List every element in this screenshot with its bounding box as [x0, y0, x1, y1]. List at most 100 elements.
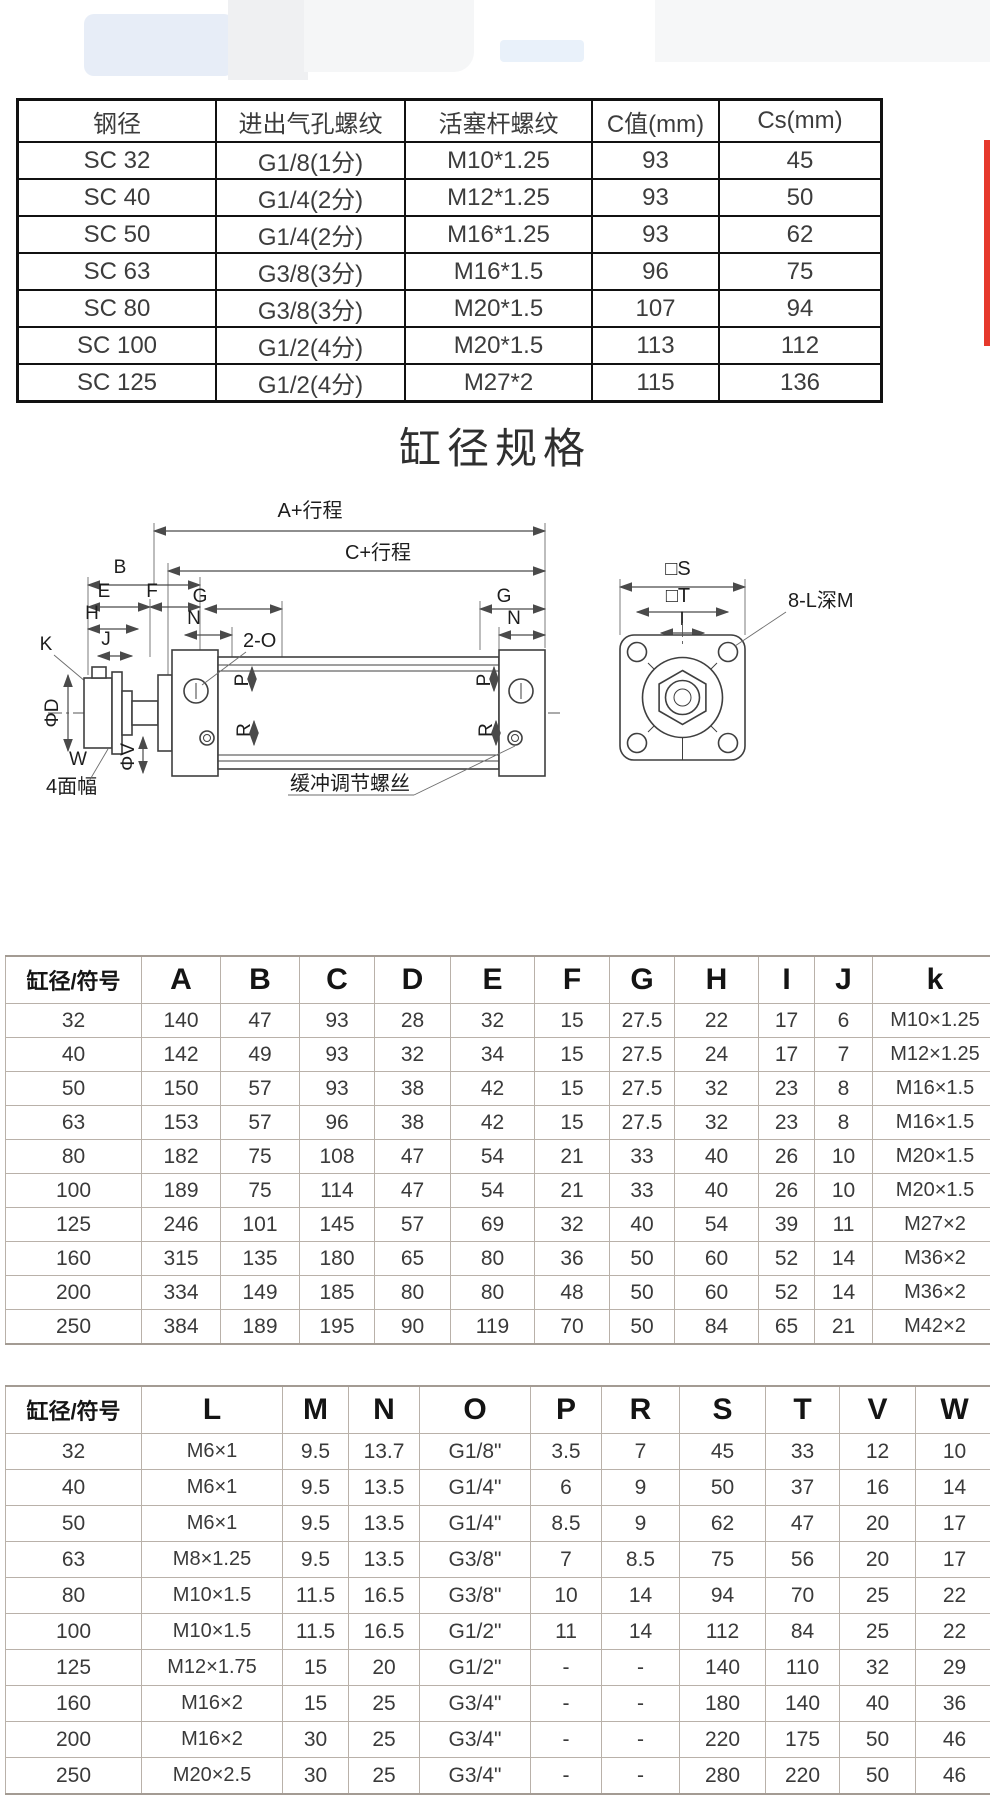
- column-header: R: [601, 1385, 680, 1434]
- table-cell: 140: [679, 1649, 766, 1686]
- dim-label-p-left: P: [232, 674, 253, 687]
- table-cell: 29: [915, 1649, 990, 1686]
- table-cell: M20×1.5: [872, 1139, 990, 1174]
- table-cell: 80: [5, 1139, 142, 1174]
- dim-label-depth: 8-L深M: [788, 589, 854, 612]
- table-cell: 13.7: [348, 1433, 420, 1470]
- table-cell: 8: [814, 1071, 873, 1106]
- table-cell: 136: [718, 363, 883, 403]
- table-cell: 14: [601, 1577, 680, 1614]
- table-cell: 153: [141, 1105, 221, 1140]
- table-cell: 16: [839, 1469, 916, 1506]
- table-cell: 189: [141, 1173, 221, 1208]
- column-header: 活塞杆螺纹: [404, 98, 593, 143]
- table-cell: 13.5: [348, 1469, 420, 1506]
- table-cell: 47: [765, 1505, 840, 1542]
- table-cell: 38: [374, 1105, 451, 1140]
- table-cell: 315: [141, 1241, 221, 1276]
- table-cell: 21: [534, 1139, 610, 1174]
- dim-label-p-right: P: [474, 674, 495, 687]
- photo-shape: [304, 0, 474, 72]
- table-cell: 13.5: [348, 1505, 420, 1542]
- table-cell: 17: [758, 1037, 815, 1072]
- table-cell: -: [530, 1685, 602, 1722]
- table-cell: M6×1: [141, 1433, 283, 1470]
- table-cell: 7: [601, 1433, 680, 1470]
- dim-label-c-stroke: C+行程: [345, 541, 411, 564]
- table-cell: 140: [765, 1685, 840, 1722]
- table-cell: G1/2(4分): [215, 326, 406, 365]
- table-cell: 93: [299, 1071, 375, 1106]
- dim-label-phi-v: ΦV: [118, 743, 139, 771]
- table-cell: 80: [450, 1241, 535, 1276]
- table-cell: 150: [141, 1071, 221, 1106]
- table-cell: 47: [374, 1173, 451, 1208]
- column-header: 缸径/符号: [5, 1385, 142, 1434]
- table-cell: G1/2": [419, 1613, 531, 1650]
- table-cell: M20×1.5: [872, 1173, 990, 1208]
- table-cell: 32: [839, 1649, 916, 1686]
- table-cell: 3.5: [530, 1433, 602, 1470]
- table-cell: 65: [758, 1309, 815, 1345]
- table-cell: M6×1: [141, 1469, 283, 1506]
- table-cell: 49: [220, 1037, 300, 1072]
- table-cell: 36: [915, 1685, 990, 1722]
- table-cell: 93: [591, 141, 720, 180]
- table-cell: 246: [141, 1207, 221, 1242]
- table-cell: 93: [299, 1037, 375, 1072]
- table-cell: 62: [718, 215, 883, 254]
- table-cell: 27.5: [609, 1105, 675, 1140]
- table-cell: 38: [374, 1071, 451, 1106]
- table-cell: -: [530, 1649, 602, 1686]
- table-cell: G1/8": [419, 1433, 531, 1470]
- table-cell: 180: [299, 1241, 375, 1276]
- dim-label-four-face: 4面幅: [46, 775, 97, 798]
- column-header: 缸径/符号: [5, 955, 142, 1004]
- table-cell: 280: [679, 1757, 766, 1795]
- table-cell: 93: [591, 178, 720, 217]
- table-cell: 100: [5, 1173, 142, 1208]
- table-cell: 80: [450, 1275, 535, 1310]
- table-cell: 32: [674, 1105, 759, 1140]
- dim-label-k: K: [40, 634, 53, 655]
- table-cell: 27.5: [609, 1003, 675, 1038]
- table-cell: 9: [601, 1505, 680, 1542]
- table-cell: G3/4": [419, 1721, 531, 1758]
- table-cell: 30: [282, 1721, 349, 1758]
- table-cell: 96: [591, 252, 720, 291]
- table-cell: 50: [839, 1721, 916, 1758]
- dim-label-t: □T: [666, 585, 690, 607]
- table-cell: 33: [765, 1433, 840, 1470]
- table-cell: M36×2: [872, 1241, 990, 1276]
- table-cell: 107: [591, 289, 720, 328]
- table-cell: 108: [299, 1139, 375, 1174]
- table-cell: 22: [674, 1003, 759, 1038]
- dim-label-b: B: [114, 557, 127, 578]
- table-cell: 185: [299, 1275, 375, 1310]
- table-cell: 21: [814, 1309, 873, 1345]
- table-cell: 9.5: [282, 1433, 349, 1470]
- photo-badge-shape: [500, 40, 584, 62]
- table-cell: 180: [679, 1685, 766, 1722]
- table-cell: 14: [814, 1241, 873, 1276]
- table-cell: -: [601, 1757, 680, 1795]
- table-cell: 25: [348, 1721, 420, 1758]
- table-cell: 189: [220, 1309, 300, 1345]
- table-cell: 10: [814, 1173, 873, 1208]
- table-cell: 70: [534, 1309, 610, 1345]
